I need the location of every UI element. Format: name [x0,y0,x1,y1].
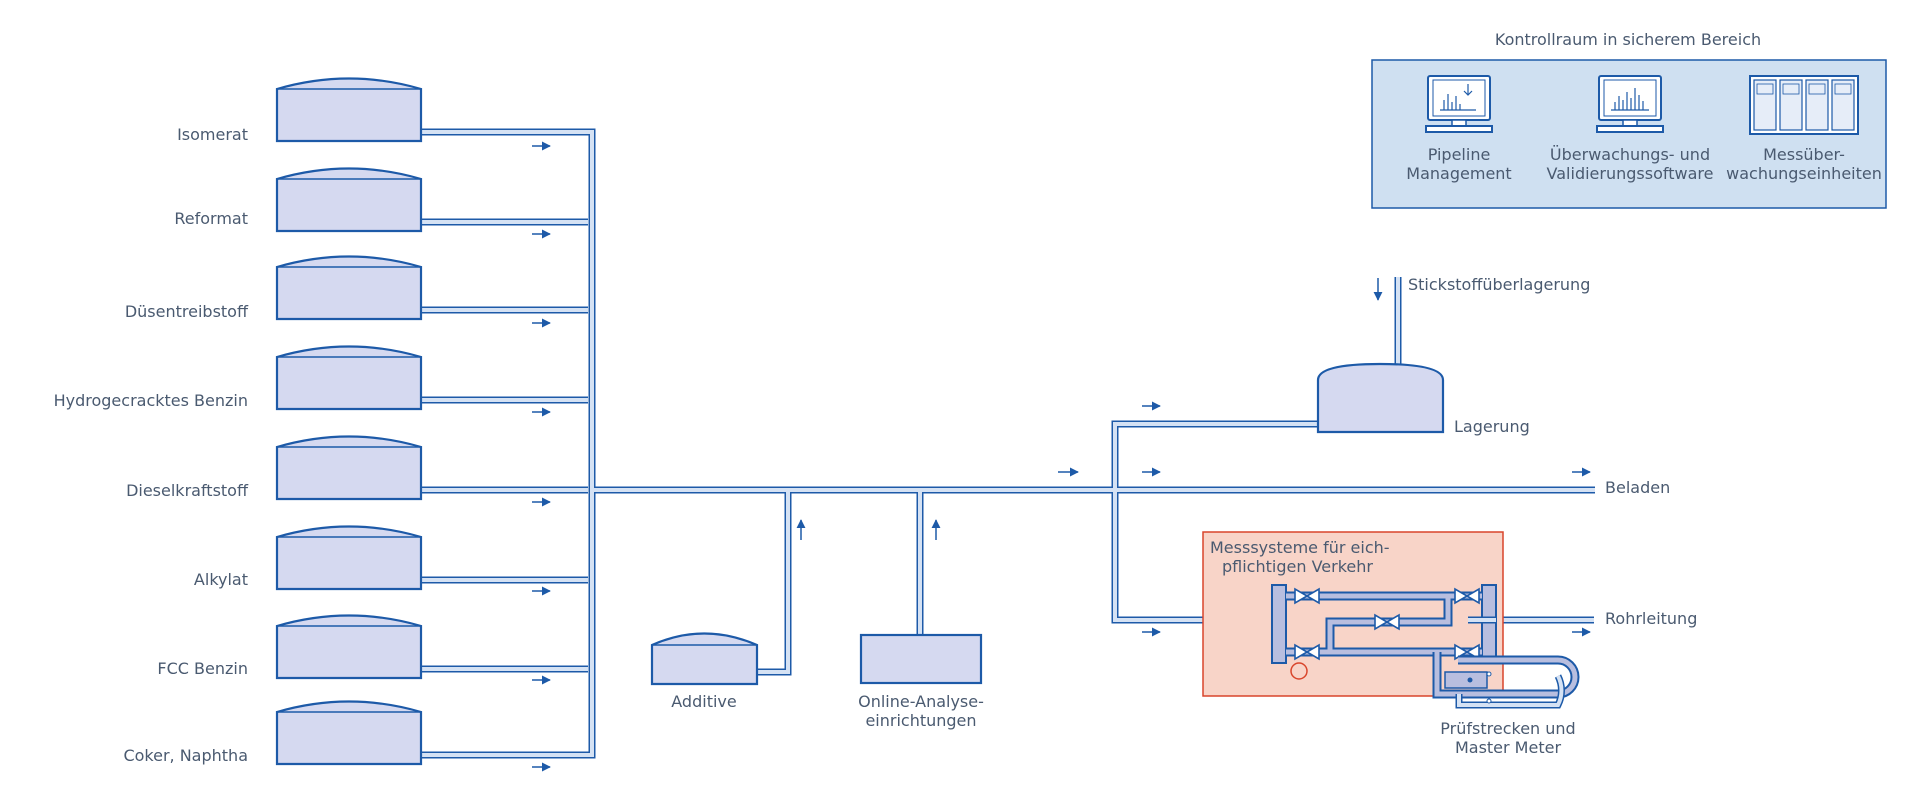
analysis-unit: Online-Analyse- einrichtungen [858,519,984,730]
metering-system: Messsysteme für eich- pflichtigen Verkeh… [1202,531,1504,697]
tank-label-4: Hydrogecracktes Benzin [54,391,248,410]
control-item-3-line2: wachungseinheiten [1726,164,1882,183]
tank-label-7: FCC Benzin [157,659,248,678]
tank-label-1: Isomerat [177,125,248,144]
storage-tank: Lagerung [1316,362,1530,436]
feed-tanks [275,77,423,766]
tank-label-3: Düsentreibstoff [125,302,249,321]
tank-label-2: Reformat [174,209,248,228]
tank-hydrogecracktes-benzin [275,345,423,411]
outflow-arrows [1058,401,1591,637]
tank-alkylat [275,525,423,591]
feed-flow-arrows [532,141,551,772]
tank-label-6: Alkylat [194,570,248,589]
analysis-label-line1: Online-Analyse- [858,692,984,711]
valve-icon [1374,613,1400,631]
tank-reformat [275,167,423,233]
control-item-2-line1: Überwachungs- und [1550,145,1710,164]
analysis-label-line2: einrichtungen [865,711,976,730]
metering-label-line2: pflichtigen Verkehr [1222,557,1373,576]
additive-label: Additive [671,692,736,711]
metering-label-line1: Messsysteme für eich- [1210,538,1390,557]
prover-label-line2: Master Meter [1455,738,1561,757]
tank-coker-naphtha [275,700,423,766]
rack-units-icon [1749,75,1859,135]
pipe-network [422,128,1595,759]
sensor-dot-icon [1486,671,1492,677]
valve-icon [1454,587,1480,605]
tank-label-8: Coker, Naphtha [123,746,248,765]
control-room: Kontrollraum in sicherem Bereich Pipelin… [1371,30,1887,209]
storage-label: Lagerung [1454,417,1530,436]
control-item-1-line2: Management [1406,164,1511,183]
control-item-3-line1: Messüber- [1763,145,1845,164]
pipeline-out-label: Rohrleitung [1605,609,1697,628]
monitor-chart-icon [1425,75,1493,133]
control-item-1-line1: Pipeline [1428,145,1491,164]
prover-loop: Prüfstrecken und Master Meter [1432,616,1580,757]
additive-unit: Additive [650,519,806,711]
sensor-dot-icon [1467,677,1473,683]
nitrogen-label: Stickstoffüberlagerung [1408,275,1590,294]
tank-duesentreibstoff [275,255,423,321]
tank-fcc-benzin [275,614,423,680]
master-meter [1444,671,1488,689]
prover-label-line1: Prüfstrecken und [1440,719,1575,738]
analysis-box [859,633,983,685]
tank-isomerat [275,77,423,143]
nitrogen-blanket: Stickstoffüberlagerung [1373,275,1590,301]
outlet-manifold [1481,584,1497,664]
control-room-title: Kontrollraum in sicherem Bereich [1495,30,1761,49]
valve-icon [1294,643,1320,661]
metering-box [1202,531,1504,697]
additive-tank [650,632,759,686]
tank-label-5: Dieselkraftstoff [126,481,249,500]
loading-label: Beladen [1605,478,1670,497]
tank-dieselkraftstoff [275,435,423,501]
control-item-2-line2: Validierungssoftware [1547,164,1714,183]
monitor-bars-icon [1596,75,1664,133]
inlet-manifold [1271,584,1287,664]
tank-labels: Isomerat Reformat Düsentreibstoff Hydrog… [54,125,249,765]
sensor-dot-icon [1486,698,1492,704]
indicator-circle-icon [1290,662,1308,680]
valve-icon [1294,587,1320,605]
